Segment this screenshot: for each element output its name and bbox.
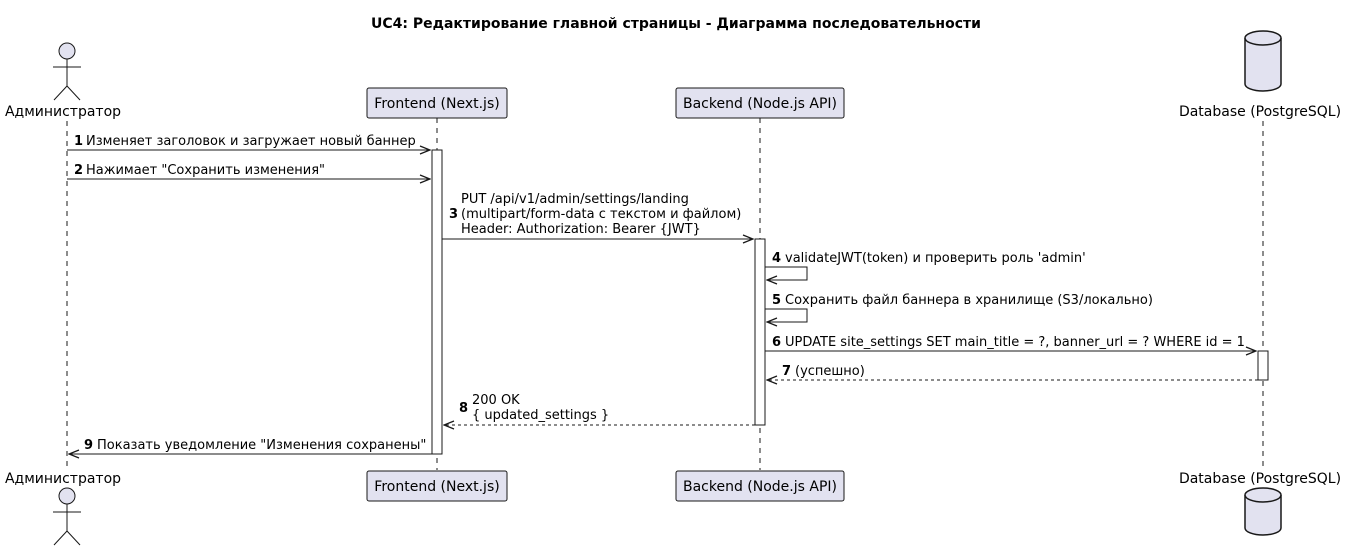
- activation-database: [1257, 350, 1269, 381]
- participant-frontend-bottom: Frontend (Next.js): [366, 470, 508, 502]
- message-3: 3 PUT /api/v1/admin/settings/landing (mu…: [442, 192, 753, 239]
- message-1: 1 Изменяет заголовок и загружает новый б…: [67, 134, 430, 150]
- actor-stick-figure-icon: [53, 487, 81, 546]
- message-text: UPDATE site_settings SET main_title = ?,…: [785, 335, 1245, 350]
- message-text: Header: Authorization: Bearer {JWT}: [461, 222, 701, 237]
- message-number: 9: [84, 438, 93, 453]
- message-text: (multipart/form-data с текстом и файлом): [461, 207, 741, 222]
- message-text: PUT /api/v1/admin/settings/landing: [461, 192, 689, 207]
- message-4: 4 validateJWT(token) и проверить роль 'a…: [765, 251, 1086, 280]
- participant-admin-bottom: Администратор: [5, 471, 121, 546]
- activation-backend: [754, 238, 766, 426]
- message-text: (успешно): [795, 364, 865, 379]
- message-number: 7: [782, 364, 791, 379]
- message-5: 5 Сохранить файл баннера в хранилище (S3…: [765, 293, 1153, 322]
- message-number: 2: [74, 163, 83, 178]
- participant-label: Backend (Node.js API): [683, 96, 837, 112]
- participant-backend-top: Backend (Node.js API): [675, 87, 845, 119]
- message-number: 1: [74, 134, 83, 149]
- message-8: 8 200 OK { updated_settings }: [444, 393, 755, 425]
- actor-stick-figure-icon: [53, 42, 81, 101]
- participant-database-top: Database (PostgreSQL): [1179, 30, 1341, 120]
- message-text: { updated_settings }: [472, 408, 609, 423]
- participant-database-bottom: Database (PostgreSQL): [1179, 471, 1341, 536]
- message-number: 3: [449, 207, 458, 222]
- message-text: Нажимает "Сохранить изменения": [86, 163, 325, 178]
- message-number: 5: [772, 293, 781, 308]
- activation-frontend: [431, 149, 443, 455]
- message-2: 2 Нажимает "Сохранить изменения": [67, 163, 430, 179]
- message-text: Изменяет заголовок и загружает новый бан…: [86, 134, 416, 149]
- message-text: 200 OK: [472, 393, 520, 408]
- participant-frontend-top: Frontend (Next.js): [366, 87, 508, 119]
- participant-label: Администратор: [5, 471, 121, 487]
- participant-label: Администратор: [5, 104, 121, 120]
- message-text: Показать уведомление "Изменения сохранен…: [97, 438, 426, 453]
- message-number: 4: [772, 251, 781, 266]
- participant-label: Database (PostgreSQL): [1179, 104, 1341, 120]
- message-number: 6: [772, 335, 781, 350]
- message-6: 6 UPDATE site_settings SET main_title = …: [765, 335, 1256, 351]
- participant-label: Backend (Node.js API): [683, 479, 837, 495]
- participant-admin-top: Администратор: [5, 42, 121, 120]
- participant-label: Database (PostgreSQL): [1179, 471, 1341, 487]
- message-number: 8: [459, 401, 468, 416]
- database-cylinder-icon: [1244, 30, 1282, 92]
- diagram-title: UC4: Редактирование главной страницы - Д…: [371, 16, 981, 32]
- participant-backend-bottom: Backend (Node.js API): [675, 470, 845, 502]
- message-7: 7 (успешно): [767, 364, 1258, 380]
- participant-label: Frontend (Next.js): [374, 479, 499, 495]
- message-text: validateJWT(token) и проверить роль 'adm…: [785, 251, 1086, 266]
- database-cylinder-icon: [1244, 487, 1282, 536]
- message-9: 9 Показать уведомление "Изменения сохран…: [69, 438, 432, 454]
- message-text: Сохранить файл баннера в хранилище (S3/л…: [785, 293, 1153, 308]
- participant-label: Frontend (Next.js): [374, 96, 499, 112]
